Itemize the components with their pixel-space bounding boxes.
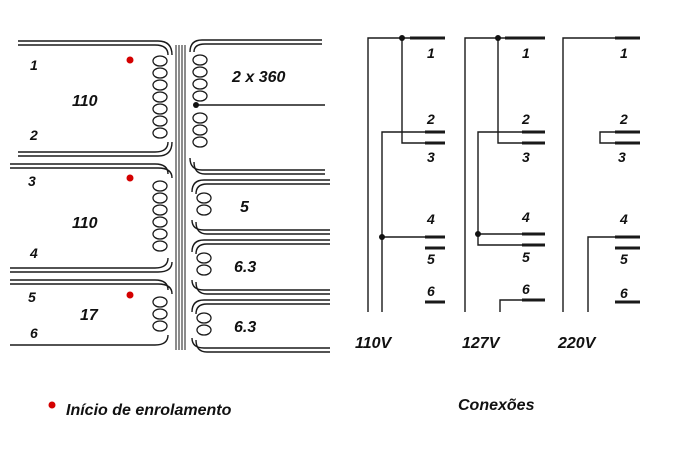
pin-label-2: 2 [29,127,38,143]
winding-1-turns: 110 [72,93,98,110]
connection-110v: 1 2 3 4 5 6 110V [355,35,445,352]
winding-start-dot [126,174,134,182]
transformer-core [175,45,186,350]
pin-label-6: 6 [30,325,38,341]
secondary-6v3-a-label: 6.3 [234,259,256,276]
coil-primary-2 [152,180,168,252]
connections-title: Conexões [458,397,535,414]
pin-label-4: 4 [29,245,38,261]
c110-pin-5: 5 [427,251,435,267]
c110-pin-4: 4 [426,211,435,227]
pin-label-3: 3 [28,173,36,189]
c127-pin-5: 5 [522,249,530,265]
primary-winding-3 [10,279,173,346]
c127-pin-2: 2 [521,111,530,127]
coil-primary-3 [152,296,168,332]
secondary-6v3-b-label: 6.3 [234,319,256,336]
c127-pin-1: 1 [522,45,530,61]
c127-voltage-label: 127V [462,335,501,352]
coil-secondary-hv [192,54,208,148]
c220-pin-6: 6 [620,285,628,301]
c220-voltage-label: 220V [557,335,597,352]
c220-pin-5: 5 [620,251,628,267]
winding-start-dot [126,56,134,64]
winding-3-turns: 17 [80,307,99,324]
primary-winding-2 [10,163,173,273]
c110-pin-3: 3 [427,149,435,165]
secondary-6v3-a-winding [191,239,330,295]
legend-label: Início de enrolamento [66,402,232,419]
legend-dot [48,401,56,409]
c220-pin-3: 3 [618,149,626,165]
c127-pin-6: 6 [522,281,530,297]
pin-label-5: 5 [28,289,36,305]
c220-pin-4: 4 [619,211,628,227]
connection-127v: 1 2 3 4 5 6 127V [462,35,545,352]
primary-winding-1 [18,40,173,157]
c110-pin-2: 2 [426,111,435,127]
c127-pin-4: 4 [521,209,530,225]
c220-pin-1: 1 [620,45,628,61]
pin-label-1: 1 [30,57,38,73]
secondary-hv-label: 2 x 360 [231,69,285,86]
c110-pin-1: 1 [427,45,435,61]
secondary-6v3-b-winding [191,299,330,353]
c220-pin-2: 2 [619,111,628,127]
c127-pin-3: 3 [522,149,530,165]
secondary-5v-label: 5 [240,199,250,216]
secondary-hv-winding [189,39,325,175]
coil-primary-1 [152,55,168,139]
c110-voltage-label: 110V [355,335,393,352]
winding-2-turns: 110 [72,215,98,232]
secondary-5v-winding [191,179,330,235]
c110-pin-6: 6 [427,283,435,299]
connection-220v: 1 2 3 4 5 6 220V [557,36,640,352]
winding-start-dot [126,291,134,299]
